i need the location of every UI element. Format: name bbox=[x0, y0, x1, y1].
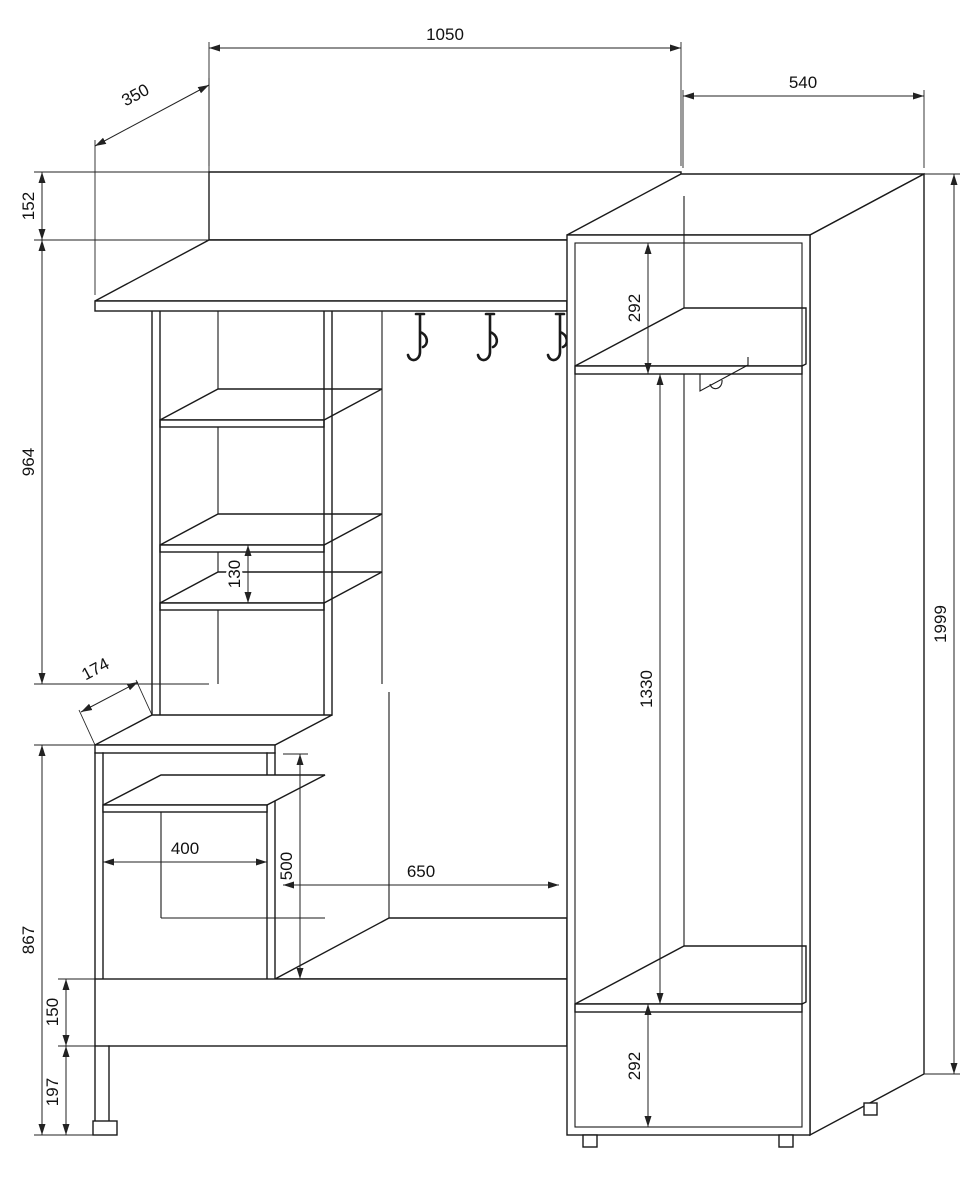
bench bbox=[92, 917, 568, 1136]
upper-column-panels bbox=[151, 300, 333, 716]
cabinet-right-face bbox=[809, 172, 925, 1137]
counter-front-edge bbox=[94, 300, 568, 312]
cabinet-bottom-shelf-front bbox=[574, 1003, 803, 1013]
shelf-top bbox=[159, 571, 383, 604]
shelf-front bbox=[159, 419, 325, 428]
bench-front-face bbox=[94, 978, 568, 1047]
lower-cabinet bbox=[94, 714, 333, 980]
dim-label-total-height: 1999 bbox=[931, 605, 950, 643]
dim-label-base-clearance: 197 bbox=[43, 1078, 62, 1106]
dim-label-left-width: 1050 bbox=[426, 25, 464, 44]
dim-label-backsplash-height: 152 bbox=[19, 192, 38, 220]
dim-label-lower-depth: 174 bbox=[78, 654, 112, 684]
dim-label-right-width: 540 bbox=[789, 73, 817, 92]
cabinet-inner-frame bbox=[574, 242, 803, 1128]
clothes-rail bbox=[699, 357, 749, 392]
lower-cabinet-top-edge bbox=[94, 744, 276, 754]
lower-shelf-top bbox=[102, 774, 326, 806]
lower-shelf-front bbox=[102, 804, 268, 813]
dim-label-top-compartment: 292 bbox=[625, 294, 644, 322]
cabinet-foot bbox=[582, 1134, 598, 1148]
coat-hooks bbox=[406, 312, 569, 362]
shelf-top bbox=[159, 388, 383, 421]
bench-top-face bbox=[274, 917, 568, 980]
dim-label-bench-height: 150 bbox=[43, 998, 62, 1026]
dim-label-cabinet-width: 400 bbox=[171, 839, 199, 858]
dim-label-shelf-gap: 130 bbox=[225, 560, 244, 588]
coat-hook bbox=[476, 312, 499, 362]
coat-hook bbox=[406, 312, 429, 362]
dim-label-lower-height: 867 bbox=[19, 926, 38, 954]
right-cabinet bbox=[566, 172, 925, 1148]
dim-label-upper-height: 964 bbox=[19, 448, 38, 476]
upper-shelves bbox=[159, 388, 383, 611]
shelf-front bbox=[159, 544, 325, 553]
shelf-top bbox=[159, 513, 383, 546]
dim-label-middle-width: 650 bbox=[407, 862, 435, 881]
left-foot bbox=[92, 1120, 118, 1136]
dim-label-depth: 350 bbox=[118, 80, 152, 110]
lower-cabinet-top-face bbox=[94, 714, 333, 746]
upper-column-interior bbox=[217, 311, 383, 684]
cabinet-top-shelf-front bbox=[574, 365, 803, 375]
dim-label-hanging-height: 1330 bbox=[637, 670, 656, 708]
coat-hook bbox=[546, 312, 569, 362]
dim-label-middle-height: 500 bbox=[277, 852, 296, 880]
left-unit bbox=[92, 171, 682, 1136]
dim-label-bottom-compartment: 292 bbox=[625, 1052, 644, 1080]
cabinet-foot bbox=[863, 1102, 878, 1116]
shelf-front bbox=[159, 602, 325, 611]
cabinet-foot bbox=[778, 1134, 794, 1148]
